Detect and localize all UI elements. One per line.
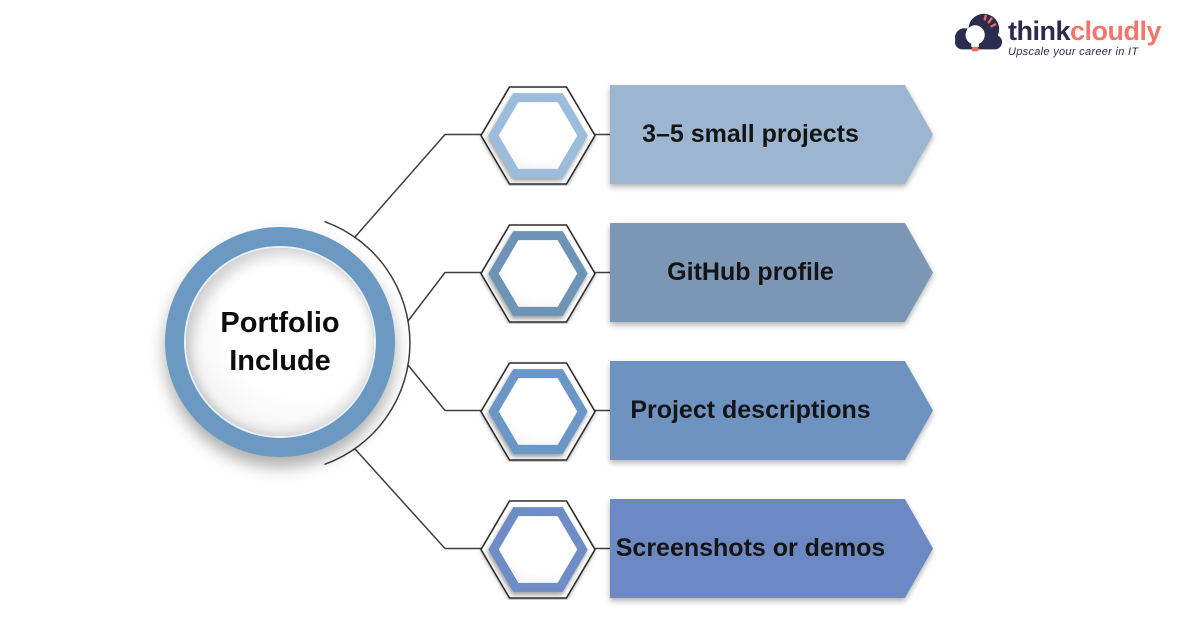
banner-label-1: 3–5 small projects: [642, 120, 859, 148]
banner-label-2: GitHub profile: [667, 258, 834, 286]
connector-row-2: [407, 271, 483, 322]
connector-row-1: [354, 133, 483, 238]
brand-tagline: Upscale your career in IT: [1008, 46, 1139, 58]
banner-label-3: Project descriptions: [630, 396, 871, 424]
hexagon-icon-1: [480, 86, 596, 185]
item-banner-2: GitHub profile: [610, 223, 933, 322]
center-title-line2: Include: [229, 345, 331, 377]
hexagon-icon-4: [480, 500, 596, 599]
connector-row-3: [407, 364, 483, 412]
connector-row-4: [354, 448, 483, 550]
banner-shape-3: Project descriptions: [610, 361, 933, 460]
brand-text-block: thinkcloudly Upscale your career in IT: [1008, 8, 1162, 59]
brand-logo: thinkcloudly Upscale your career in IT: [952, 8, 1162, 59]
thinkcloudly-cloud-icon: [954, 13, 1003, 52]
connector-group: [324, 133, 613, 550]
item-banner-3: Project descriptions: [610, 361, 933, 460]
item-banner-4: Screenshots or demos: [610, 499, 933, 598]
center-circle-inner: Portfolio Include: [186, 248, 374, 436]
brand-name-cloudly: cloudly: [1070, 16, 1162, 46]
center-arc: [324, 221, 411, 465]
banner-label-4: Screenshots or demos: [615, 534, 886, 562]
hexagon-icon-3: [480, 362, 596, 461]
brand-name: thinkcloudly: [1008, 16, 1162, 46]
item-banner-1: 3–5 small projects: [610, 85, 933, 184]
hexagon-icon-2: [480, 224, 596, 323]
banner-shape-4: Screenshots or demos: [610, 499, 933, 598]
center-circle: Portfolio Include: [165, 227, 395, 457]
center-title-line1: Portfolio: [220, 307, 340, 339]
banner-shape-1: 3–5 small projects: [610, 85, 933, 184]
banner-shape-2: GitHub profile: [610, 223, 933, 322]
brand-name-think: think: [1008, 16, 1071, 46]
